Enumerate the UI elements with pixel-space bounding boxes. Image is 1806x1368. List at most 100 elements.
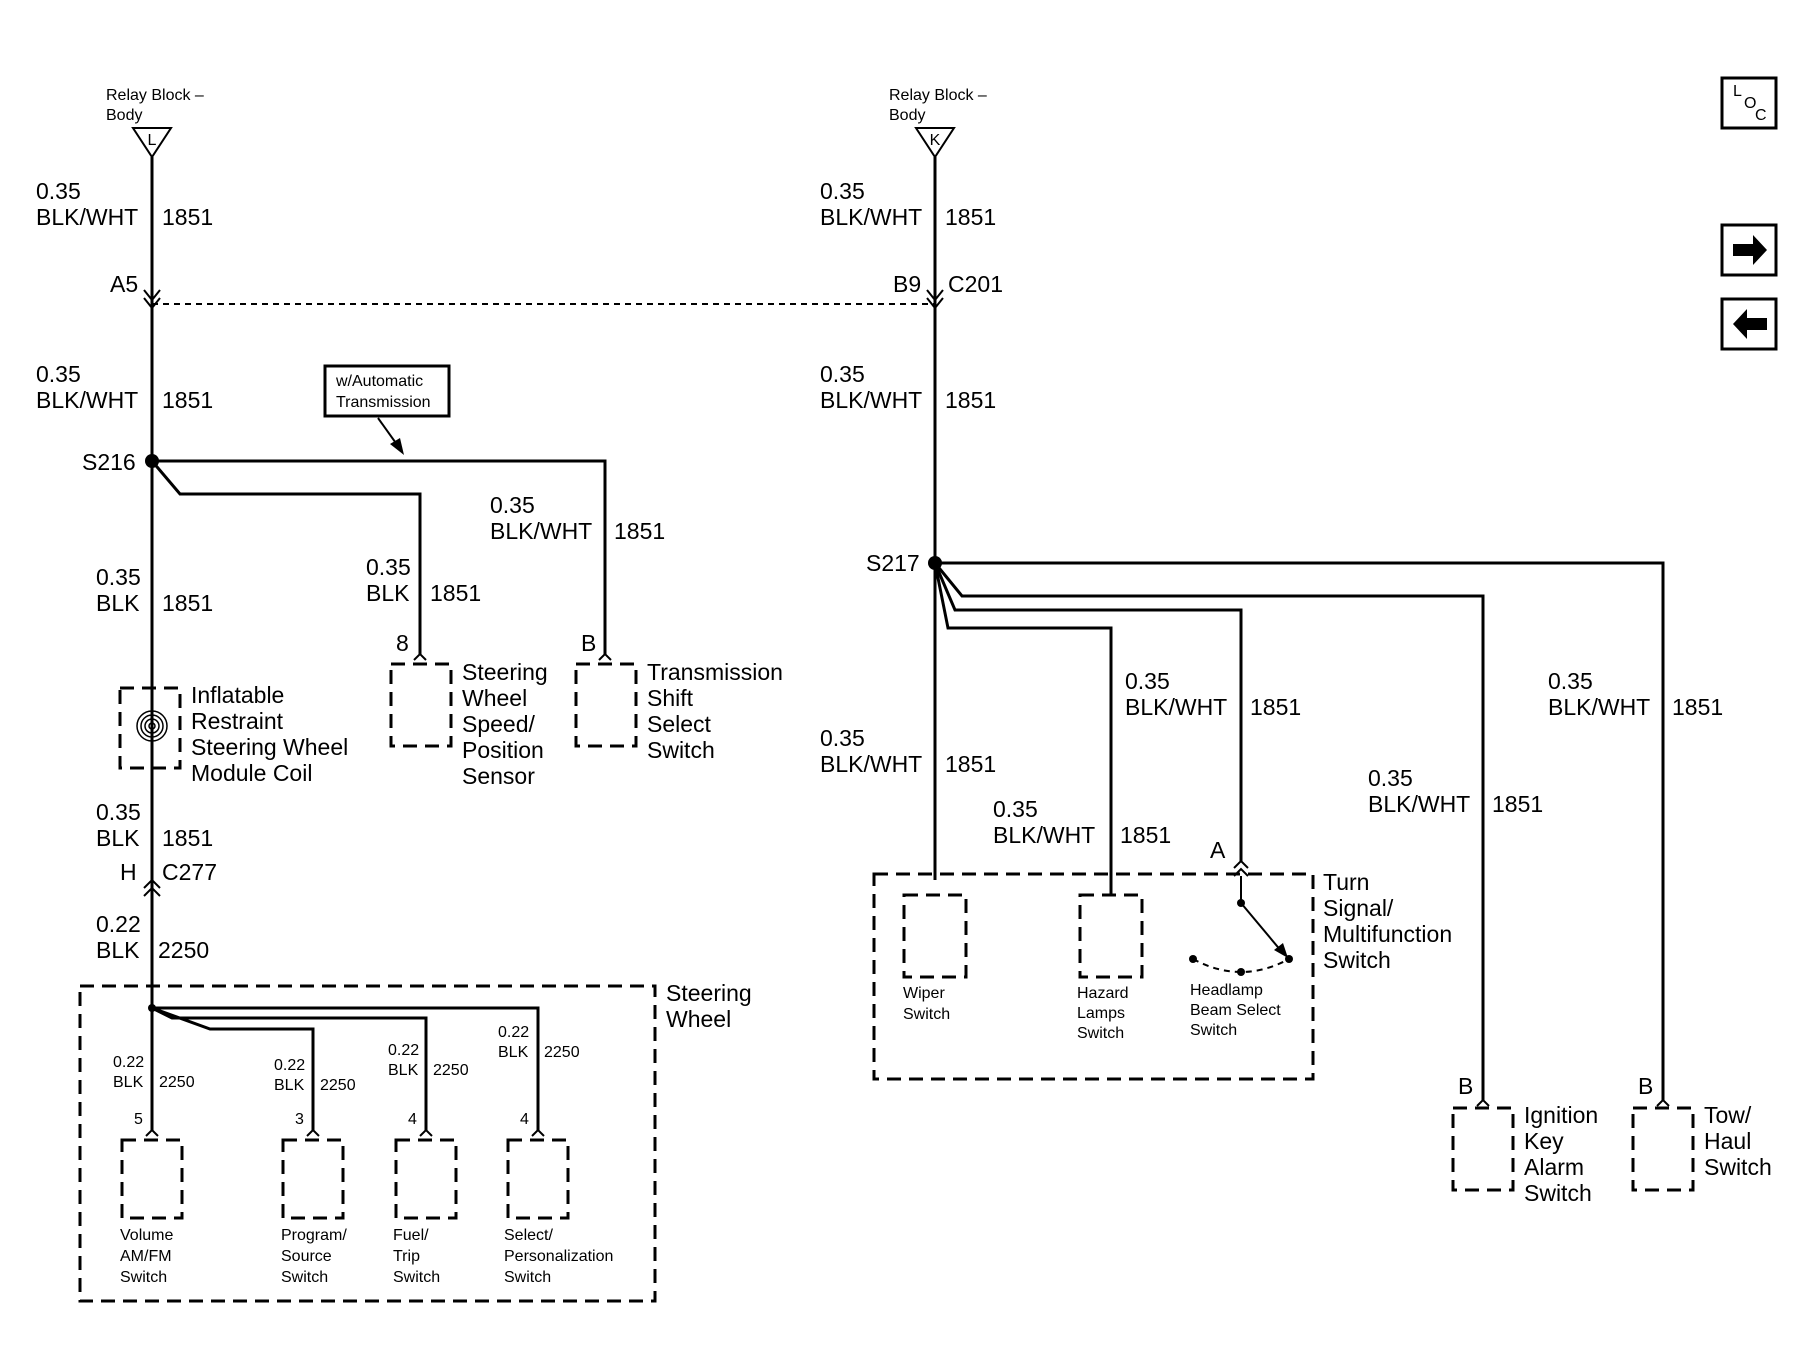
steering-wheel-label-1: Steering: [666, 980, 752, 1006]
wire-label-color: BLK/WHT: [490, 518, 592, 544]
wire-label-size: 0.35: [820, 361, 865, 387]
wiper-switch: Wiper Switch: [902, 893, 968, 1023]
source-left-terminal: L: [131, 127, 173, 159]
wire-label-size: 0.35: [96, 564, 141, 590]
wire-label-size: 0.35: [1368, 765, 1413, 791]
wire-label-circuit: 1851: [1120, 822, 1171, 848]
turn-signal-label-2: Signal/: [1323, 895, 1394, 921]
source-right-terminal: K: [914, 127, 956, 159]
wire-label-size: 0.22: [498, 1024, 529, 1041]
turn-signal-multifunction-switch-component: [872, 872, 1315, 1081]
steering-sensor-label-1: Steering: [462, 659, 548, 685]
coil-label-1: Inflatable: [191, 682, 284, 708]
connector-c277-mark: [143, 878, 161, 897]
connector-c277-label: C277: [162, 859, 217, 885]
svg-text:Switch: Switch: [1524, 1180, 1592, 1206]
connector-h-label: H: [120, 859, 137, 885]
steering-sensor-label-4: Position: [462, 737, 544, 763]
svg-text:Wiper: Wiper: [903, 985, 945, 1002]
svg-text:Source: Source: [281, 1248, 332, 1265]
steering-sensor-label-2: Wheel: [462, 685, 527, 711]
svg-text:Switch: Switch: [504, 1269, 551, 1286]
wire-label-size: 0.35: [490, 492, 535, 518]
steering-sensor-label-5: Sensor: [462, 763, 535, 789]
hazard-wire: [933, 562, 1113, 895]
coil-label-4: Module Coil: [191, 760, 312, 786]
wire-label-color: BLK: [96, 590, 140, 616]
source-left-label-2: Body: [106, 107, 142, 124]
locator-icon-o: O: [1744, 95, 1756, 112]
svg-text:w/Automatic: w/Automatic: [335, 373, 423, 390]
hazard-lamps-switch: Hazard Lamps Switch: [1077, 893, 1144, 1042]
svg-text:Beam Select: Beam Select: [1190, 1002, 1281, 1019]
turn-signal-label-4: Switch: [1323, 947, 1391, 973]
splice-s216-label: S216: [82, 449, 136, 475]
fuel-trip-switch: 4 Fuel/ Trip Switch: [393, 1111, 458, 1286]
wire-label-color: BLK/WHT: [36, 204, 138, 230]
svg-text:Ignition: Ignition: [1524, 1102, 1598, 1128]
svg-text:Trip: Trip: [393, 1248, 420, 1265]
svg-text:4: 4: [408, 1111, 417, 1128]
locator-button[interactable]: L O C: [1720, 76, 1778, 130]
select-personalization-switch: 4 Select/ Personalization Switch: [504, 1111, 613, 1286]
svg-text:Personalization: Personalization: [504, 1248, 613, 1265]
wire-label-circuit: 2250: [159, 1074, 195, 1091]
svg-text:4: 4: [520, 1111, 529, 1128]
svg-text:Switch: Switch: [1704, 1154, 1772, 1180]
turn-signal-label-3: Multifunction: [1323, 921, 1452, 947]
coil-label-2: Restraint: [191, 708, 284, 734]
ignition-wire: [933, 562, 1485, 1100]
volume-switch: 5 Volume AM/FM Switch: [120, 1111, 184, 1286]
trans-switch-label-1: Transmission: [647, 659, 783, 685]
trans-switch-pin: B: [581, 630, 596, 656]
wire-label-color: BLK: [498, 1044, 529, 1061]
connector-b9-label: B9: [893, 271, 921, 297]
wire-label-color: BLK: [388, 1062, 419, 1079]
connector-c201-label: C201: [948, 271, 1003, 297]
svg-text:Switch: Switch: [1077, 1025, 1124, 1042]
ignition-key-alarm-switch: B Ignition Key Alarm Switch: [1451, 1073, 1598, 1206]
wire-label-color: BLK/WHT: [1368, 791, 1470, 817]
wire-label-size: 0.35: [1125, 668, 1170, 694]
source-right-label-1: Relay Block –: [889, 87, 987, 104]
svg-text:AM/FM: AM/FM: [120, 1248, 172, 1265]
svg-text:Hazard: Hazard: [1077, 985, 1129, 1002]
svg-text:Switch: Switch: [393, 1269, 440, 1286]
coil-label-3: Steering Wheel: [191, 734, 348, 760]
wire-label-size: 0.35: [366, 554, 411, 580]
trans-switch-label-2: Shift: [647, 685, 694, 711]
steering-wheel-label-2: Wheel: [666, 1006, 731, 1032]
svg-text:Alarm: Alarm: [1524, 1154, 1584, 1180]
svg-text:A: A: [1210, 837, 1226, 863]
svg-text:Headlamp: Headlamp: [1190, 982, 1263, 999]
wire-label-size: 0.22: [96, 911, 141, 937]
wire-label-circuit: 1851: [945, 204, 996, 230]
wire-label-circuit: 1851: [614, 518, 665, 544]
svg-text:Switch: Switch: [1190, 1022, 1237, 1039]
svg-text:B: B: [1458, 1073, 1473, 1099]
arrow-right-icon: [1733, 235, 1767, 265]
svg-text:Haul: Haul: [1704, 1128, 1751, 1154]
svg-text:Switch: Switch: [281, 1269, 328, 1286]
wire-label-size: 0.22: [388, 1042, 419, 1059]
wire-label-circuit: 1851: [162, 825, 213, 851]
steering-sensor-label-3: Speed/: [462, 711, 536, 737]
wire-label-color: BLK/WHT: [820, 751, 922, 777]
next-page-button[interactable]: [1720, 223, 1778, 277]
program-source-switch: 3 Program/ Source Switch: [281, 1111, 347, 1286]
tow-haul-switch: B Tow/ Haul Switch: [1631, 1073, 1772, 1192]
locator-icon-c: C: [1755, 107, 1767, 124]
wire-label-circuit: 1851: [945, 387, 996, 413]
trans-switch-component: [574, 662, 638, 748]
steering-sensor-pin: 8: [396, 630, 409, 656]
connector-a5-label: A5: [110, 271, 138, 297]
source-left-label-1: Relay Block –: [106, 87, 204, 104]
wire-label-size: 0.22: [274, 1057, 305, 1074]
previous-page-button[interactable]: [1720, 297, 1778, 351]
steering-wheel-component: [78, 984, 657, 1303]
svg-text:Switch: Switch: [903, 1006, 950, 1023]
trans-switch-label-4: Switch: [647, 737, 715, 763]
wire-label-color: BLK/WHT: [993, 822, 1095, 848]
trans-switch-label-3: Select: [647, 711, 712, 737]
svg-text:Key: Key: [1524, 1128, 1564, 1154]
